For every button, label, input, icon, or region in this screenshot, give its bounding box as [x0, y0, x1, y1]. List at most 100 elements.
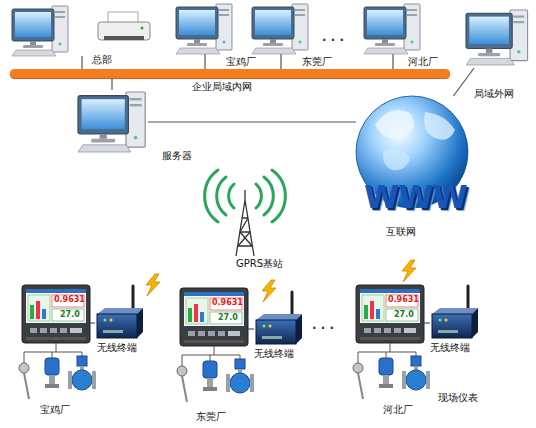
instrument-group — [19, 343, 96, 399]
node-label: GPRS基站 — [236, 258, 283, 270]
recorder-art — [22, 285, 90, 343]
printer-icon — [141, 27, 144, 30]
node-label: 企业局域内网 — [192, 81, 252, 93]
network-link — [204, 54, 205, 69]
node-label: 无线终端 — [97, 342, 137, 354]
node-label: 总部 — [92, 54, 112, 66]
instrument-group — [353, 343, 430, 399]
display-text: 0.9631 — [54, 295, 85, 305]
computer-node: 局域外网 — [462, 6, 532, 68]
external-computer — [466, 10, 528, 65]
globe-shape — [383, 149, 410, 170]
wireless-terminal: 无线终端 — [95, 306, 141, 340]
gprs-tower-art — [236, 200, 254, 256]
radio-waves — [217, 177, 226, 215]
network-link — [90, 322, 95, 323]
wireless-bolt-icon — [402, 260, 416, 282]
internet-globe: WWW互联网 — [356, 96, 468, 208]
factory-computer — [252, 4, 308, 54]
computer-node: 总部 — [8, 4, 156, 56]
network-bus: 企业局域内网 — [10, 69, 450, 78]
ellipsis-mark: · · · — [322, 34, 344, 46]
recorder-panel: 0.9631 27.0 — [22, 285, 90, 343]
globe-shape — [424, 112, 455, 140]
wireless-terminal: 无线终端 — [430, 306, 476, 340]
display-text: 0.9631 — [388, 295, 419, 305]
network-link — [453, 68, 474, 96]
wireless-bolt-icon — [262, 280, 276, 302]
recorder-art — [356, 285, 424, 343]
computer-node: 宝鸡厂 — [174, 4, 236, 54]
node-label: 宝鸡厂 — [226, 56, 256, 68]
node-label: 无线终端 — [430, 342, 470, 354]
node-label: 无线终端 — [254, 348, 294, 360]
display-text: WWW — [364, 180, 467, 214]
instrument-group — [19, 343, 96, 399]
factory-computer — [364, 4, 420, 54]
node-label: 服务器 — [162, 150, 192, 162]
gprs-tower-art — [238, 218, 252, 246]
modem-icon — [432, 286, 478, 338]
factory-computer — [252, 4, 308, 54]
site-label: 东莞厂 — [196, 411, 226, 423]
ellipsis-mark: · · · — [312, 322, 334, 334]
recorder-art — [180, 288, 248, 346]
node-label: 河北厂 — [408, 56, 438, 68]
printer-icon — [98, 22, 150, 40]
radio-waves — [205, 170, 218, 222]
modem-icon — [256, 292, 302, 344]
site-label: 宝鸡厂 — [40, 404, 70, 416]
recorder-art — [356, 285, 424, 343]
radio-waves — [264, 177, 273, 215]
wireless-bolt-icon — [146, 274, 160, 296]
recorder-panel: 0.9631 27.0 — [180, 288, 248, 346]
display-text: 27.0 — [60, 310, 80, 320]
instrument-label: 现场仪表 — [438, 392, 478, 404]
node-label: 局域外网 — [474, 88, 514, 100]
recorder-panel: 0.9631 27.0 — [356, 285, 424, 343]
printer-icon — [104, 36, 144, 40]
gprs-tower: GPRS基站 — [228, 188, 262, 258]
computer-node: 河北厂 — [362, 4, 424, 54]
gprs-tower-art — [244, 190, 245, 200]
factory-computer — [176, 4, 232, 54]
factory-computer — [176, 4, 232, 54]
radio-waves — [256, 184, 261, 208]
network-link — [148, 121, 356, 122]
node-label: 东莞厂 — [302, 56, 332, 68]
network-link — [248, 328, 254, 329]
radio-waves — [205, 170, 286, 222]
radio-waves — [229, 184, 234, 208]
factory-computer — [364, 4, 420, 54]
wireless-bolt-icon — [262, 280, 276, 302]
modem-icon — [256, 292, 302, 344]
display-text: 0.9631 — [212, 298, 243, 308]
network-link — [424, 322, 430, 323]
recorder-art — [22, 285, 90, 343]
site-label: 河北厂 — [383, 404, 413, 416]
globe-shape — [375, 110, 414, 140]
headquarters-computer — [12, 6, 68, 56]
server-node: 服务器 — [76, 90, 148, 154]
network-link — [111, 78, 112, 90]
printer-icon — [98, 12, 150, 40]
modem-icon — [432, 286, 478, 338]
display-text: 27.0 — [394, 310, 414, 320]
display-text: 27.0 — [218, 313, 238, 323]
computer-node: 东莞厂 — [250, 4, 312, 54]
radio-waves — [272, 170, 285, 222]
server-computer — [78, 92, 145, 152]
network-link — [81, 56, 82, 69]
recorder-art — [180, 288, 248, 346]
modem-icon — [97, 286, 143, 338]
network-link — [280, 54, 281, 69]
wireless-terminal: 无线终端 — [254, 312, 300, 346]
gprs-tower-art — [238, 218, 252, 246]
server-computer — [78, 92, 145, 152]
modem-icon — [97, 286, 143, 338]
instrument-group — [177, 346, 254, 402]
instrument-group — [353, 343, 430, 399]
